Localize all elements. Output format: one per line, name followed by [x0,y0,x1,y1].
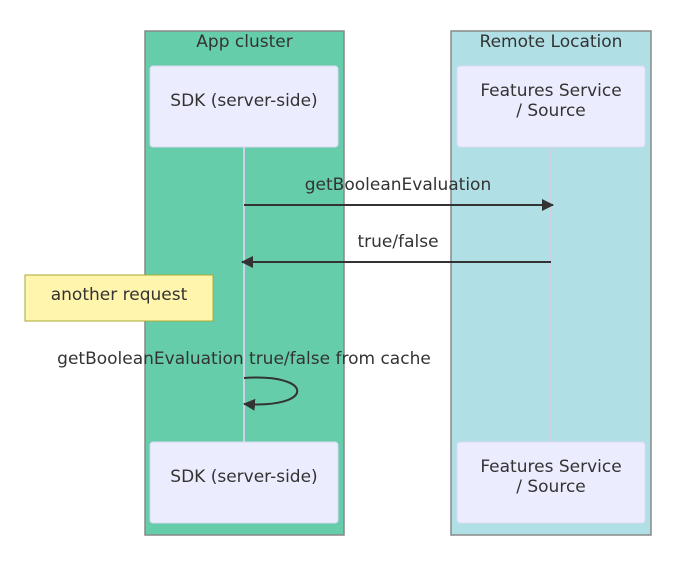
features-participant-bottom-box [456,441,646,524]
sdk-participant-bottom: SDK (server-side) [149,441,339,524]
note-another-request: another request [24,274,214,322]
features-participant-bottom-label-line2: / Source [516,477,586,497]
message-cache-self-label: getBooleanEvaluation true/false from cac… [57,349,431,369]
features-participant-top-label-line1: Features Service [480,81,621,101]
features-participant-top-label-line2: / Source [516,101,586,121]
app-cluster-label: App cluster [196,32,292,52]
features-participant-top-box [456,65,646,148]
sdk-participant-top-box [149,65,339,148]
features-participant-bottom-label-line1: Features Service [480,457,621,477]
sdk-participant-bottom-box [149,441,339,524]
message-true-false: true/false [241,232,551,268]
note-box [24,274,214,322]
features-participant-top: Features Service / Source [456,65,646,148]
remote-location-label: Remote Location [480,32,623,52]
sdk-participant-top-label: SDK (server-side) [170,91,317,111]
note-text: another request [51,285,188,305]
sdk-participant-top: SDK (server-side) [149,65,339,148]
message-true-false-label: true/false [357,232,438,252]
sdk-participant-bottom-label: SDK (server-side) [170,467,317,487]
message-cache-self: getBooleanEvaluation true/false from cac… [57,349,431,411]
message-cache-self-arrow [243,376,299,411]
features-participant-bottom: Features Service / Source [456,441,646,524]
message-get-boolean-evaluation-label: getBooleanEvaluation [305,175,491,195]
message-get-boolean-evaluation: getBooleanEvaluation [244,175,554,211]
